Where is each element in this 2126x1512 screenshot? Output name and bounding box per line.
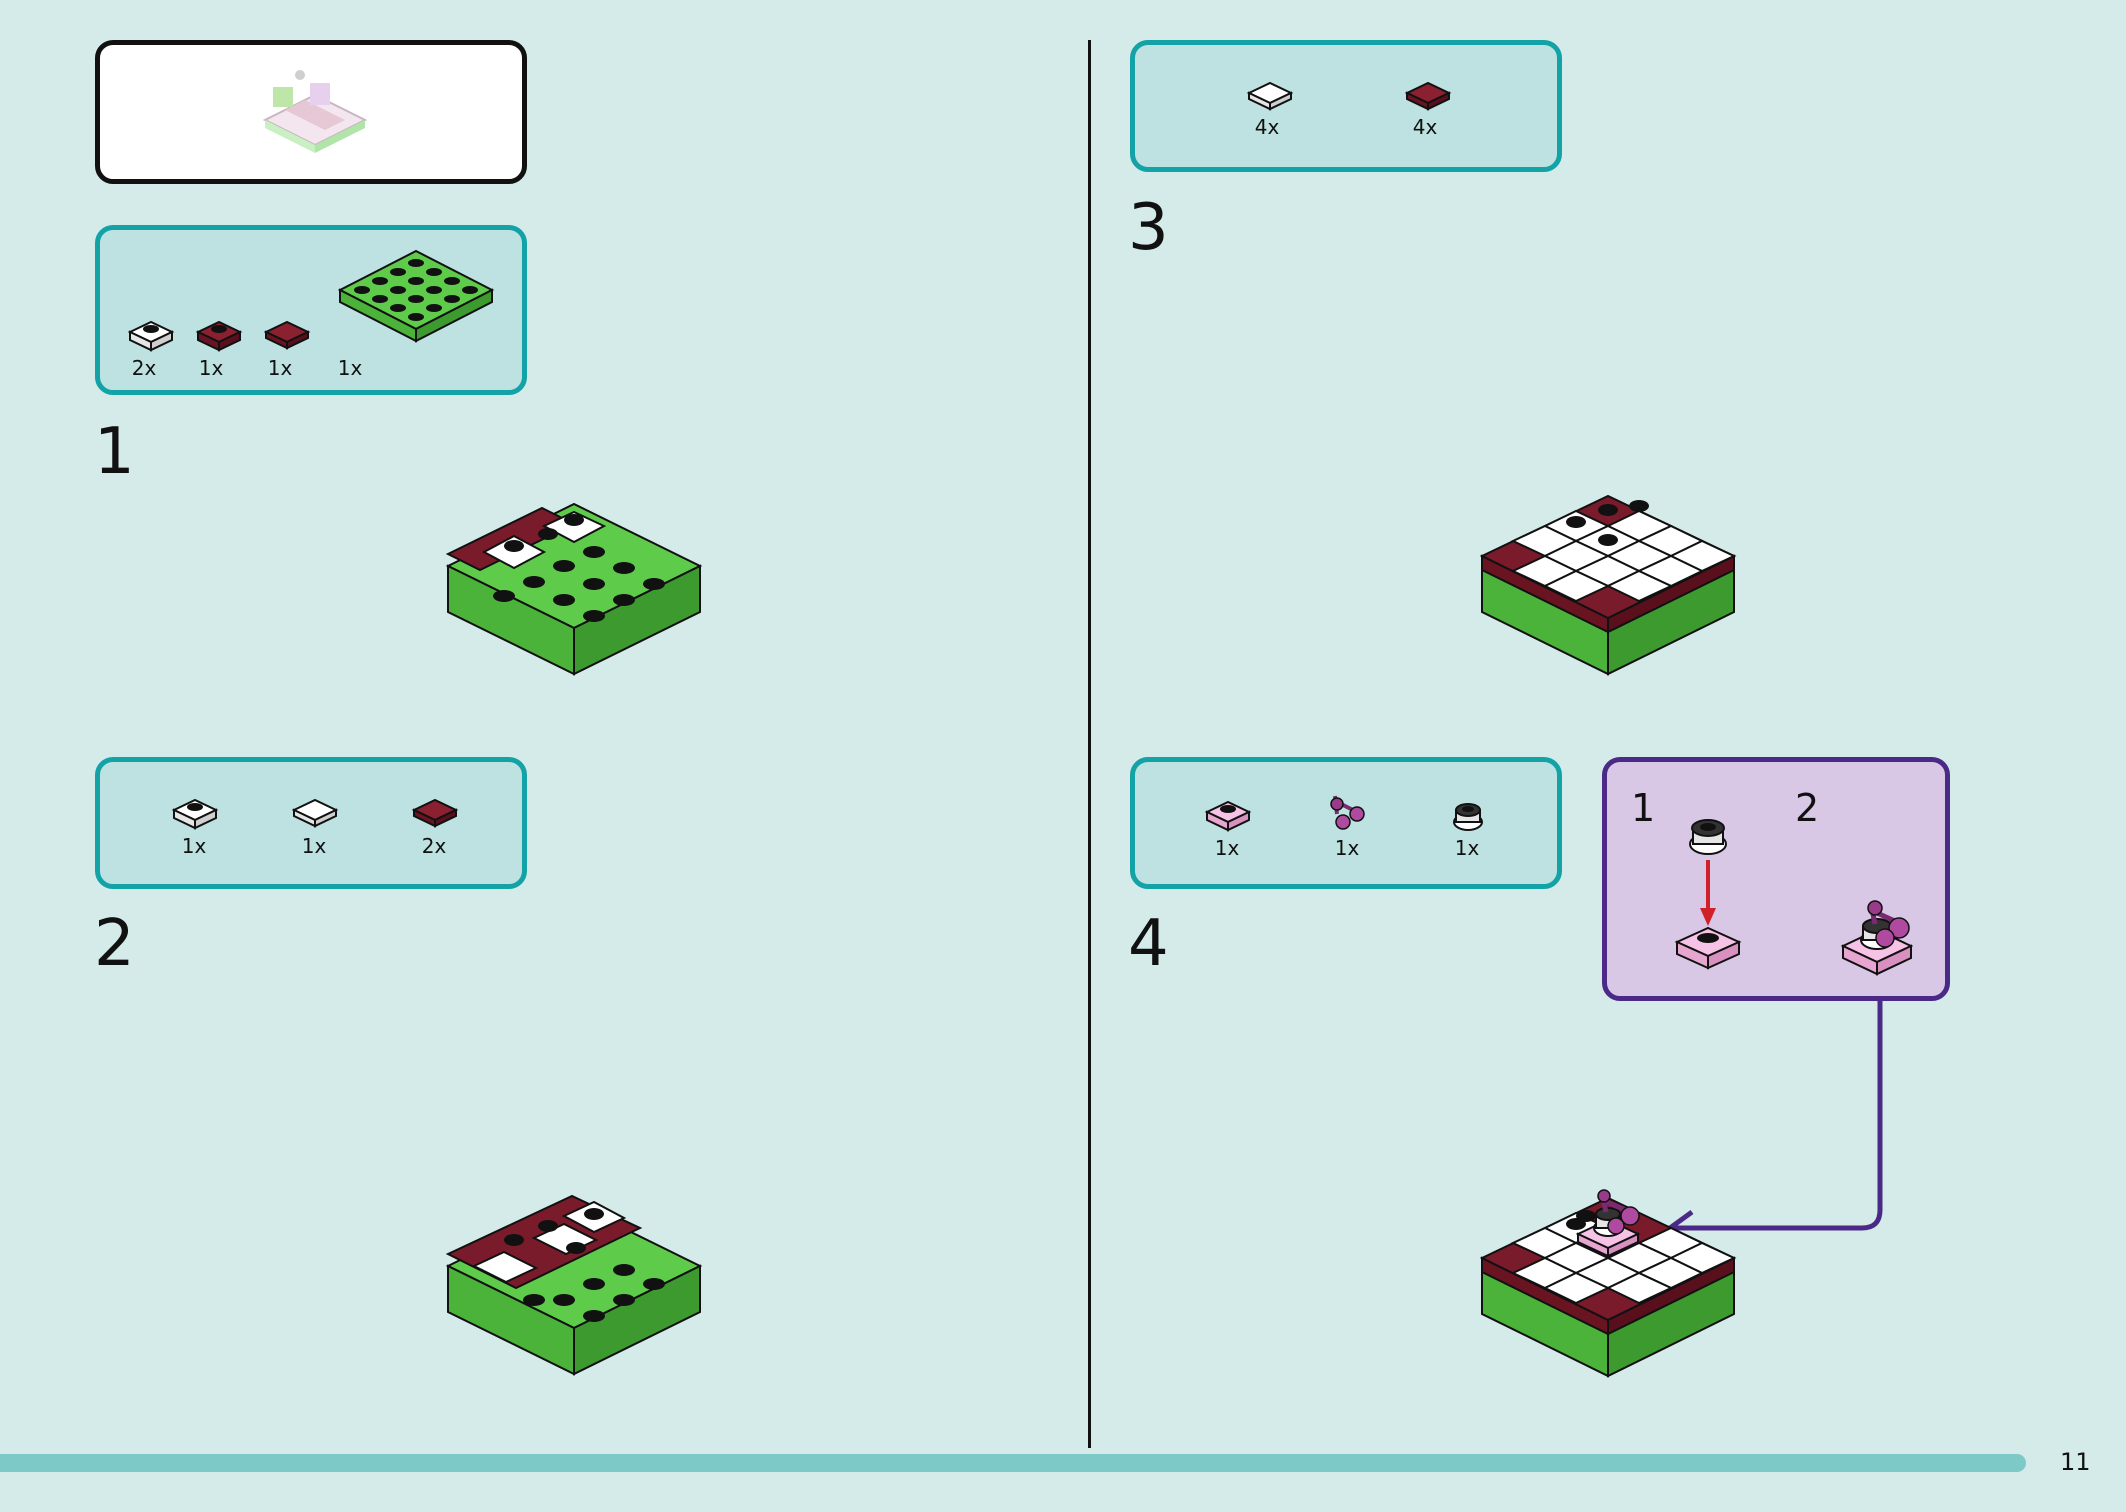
step-1-parts-box: 2x 1x 1x 1x (95, 225, 527, 395)
step-3-number: 3 (1128, 191, 1169, 265)
dark-red-tile-icon (1404, 81, 1452, 111)
green-4x4-plate-icon (337, 249, 495, 343)
assembly-down-arrow-icon (1700, 860, 1716, 926)
step-2-part-1-qty: 1x (181, 834, 207, 858)
step-4-part-2-qty: 1x (1334, 836, 1360, 860)
step-4-part-1-qty: 1x (1214, 836, 1240, 860)
black-white-cup-icon (1689, 819, 1727, 855)
step-1-number: 1 (94, 415, 135, 489)
step-3-parts-box: 4x 4x (1130, 40, 1562, 172)
step-2-parts-box: 1x 1x 2x (95, 757, 527, 889)
step-4-assembly-icon (1479, 1189, 1737, 1378)
step-1-part-1-qty: 2x (131, 356, 157, 380)
step-4-parts-box: 1x 1x 1x (1130, 757, 1562, 889)
step-3-part-1-qty: 4x (1254, 115, 1280, 139)
model-preview-icon (262, 70, 368, 153)
step-2-number: 2 (94, 907, 135, 981)
dark-red-tile-icon (411, 798, 459, 828)
pink-plate-with-cup-and-cherries-icon (1840, 900, 1914, 976)
purple-cherries-icon (1330, 795, 1365, 830)
step-2-part-2-qty: 1x (301, 834, 327, 858)
step-4-part-3-qty: 1x (1454, 836, 1480, 860)
step-3-assembly-icon (1479, 494, 1737, 676)
pink-plate-icon (1204, 800, 1252, 832)
bottom-progress-bar (0, 1454, 2026, 1472)
step-1-part-2-qty: 1x (198, 356, 224, 380)
step-4-substep-box: 1 2 (1602, 757, 1950, 1001)
step-3-part-2-qty: 4x (1412, 115, 1438, 139)
step-2-part-3-qty: 2x (421, 834, 447, 858)
step-4-number: 4 (1128, 907, 1169, 981)
white-tile-icon (1246, 81, 1294, 111)
black-white-cup-icon (1453, 803, 1483, 831)
dark-red-tile-icon (263, 320, 311, 350)
step-1-part-3-qty: 1x (267, 356, 293, 380)
step-2-assembly-icon (445, 1194, 703, 1376)
white-round-plate-icon (171, 798, 219, 830)
substep-2-number: 2 (1795, 786, 1820, 830)
step-1-part-4-qty: 1x (337, 356, 363, 380)
dark-red-round-plate-icon (195, 320, 243, 352)
pink-plate-icon (1674, 926, 1742, 970)
white-tile-icon (291, 798, 339, 828)
step-1-assembly-icon (445, 502, 703, 676)
page-number: 11 (2060, 1448, 2091, 1476)
page-divider (1088, 40, 1091, 1448)
model-preview-box (95, 40, 527, 184)
substep-1-number: 1 (1631, 786, 1656, 830)
white-round-plate-icon (127, 320, 175, 352)
